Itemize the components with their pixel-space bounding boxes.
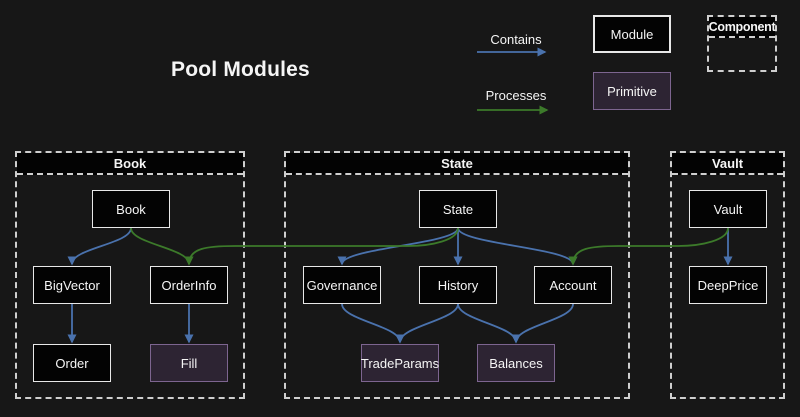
- node-book: Book: [92, 190, 170, 228]
- container-state-title: State: [286, 153, 628, 175]
- legend-component-box: Component: [707, 15, 777, 72]
- node-account: Account: [534, 266, 612, 304]
- node-tradeparams: TradeParams: [361, 344, 439, 382]
- node-state: State: [419, 190, 497, 228]
- node-orderinfo: OrderInfo: [150, 266, 228, 304]
- legend-module-box: Module: [593, 15, 671, 53]
- node-governance: Governance: [303, 266, 381, 304]
- node-deepprice: DeepPrice: [689, 266, 767, 304]
- node-vault: Vault: [689, 190, 767, 228]
- legend-contains-label: Contains: [477, 32, 555, 47]
- legend-processes-label: Processes: [477, 88, 555, 103]
- node-bigvector: BigVector: [33, 266, 111, 304]
- node-fill: Fill: [150, 344, 228, 382]
- container-vault-title: Vault: [672, 153, 783, 175]
- container-book-title: Book: [17, 153, 243, 175]
- page-title: Pool Modules: [171, 58, 310, 82]
- node-order: Order: [33, 344, 111, 382]
- node-history: History: [419, 266, 497, 304]
- node-balances: Balances: [477, 344, 555, 382]
- legend-primitive-box: Primitive: [593, 72, 671, 110]
- legend-component-label: Component: [709, 17, 775, 38]
